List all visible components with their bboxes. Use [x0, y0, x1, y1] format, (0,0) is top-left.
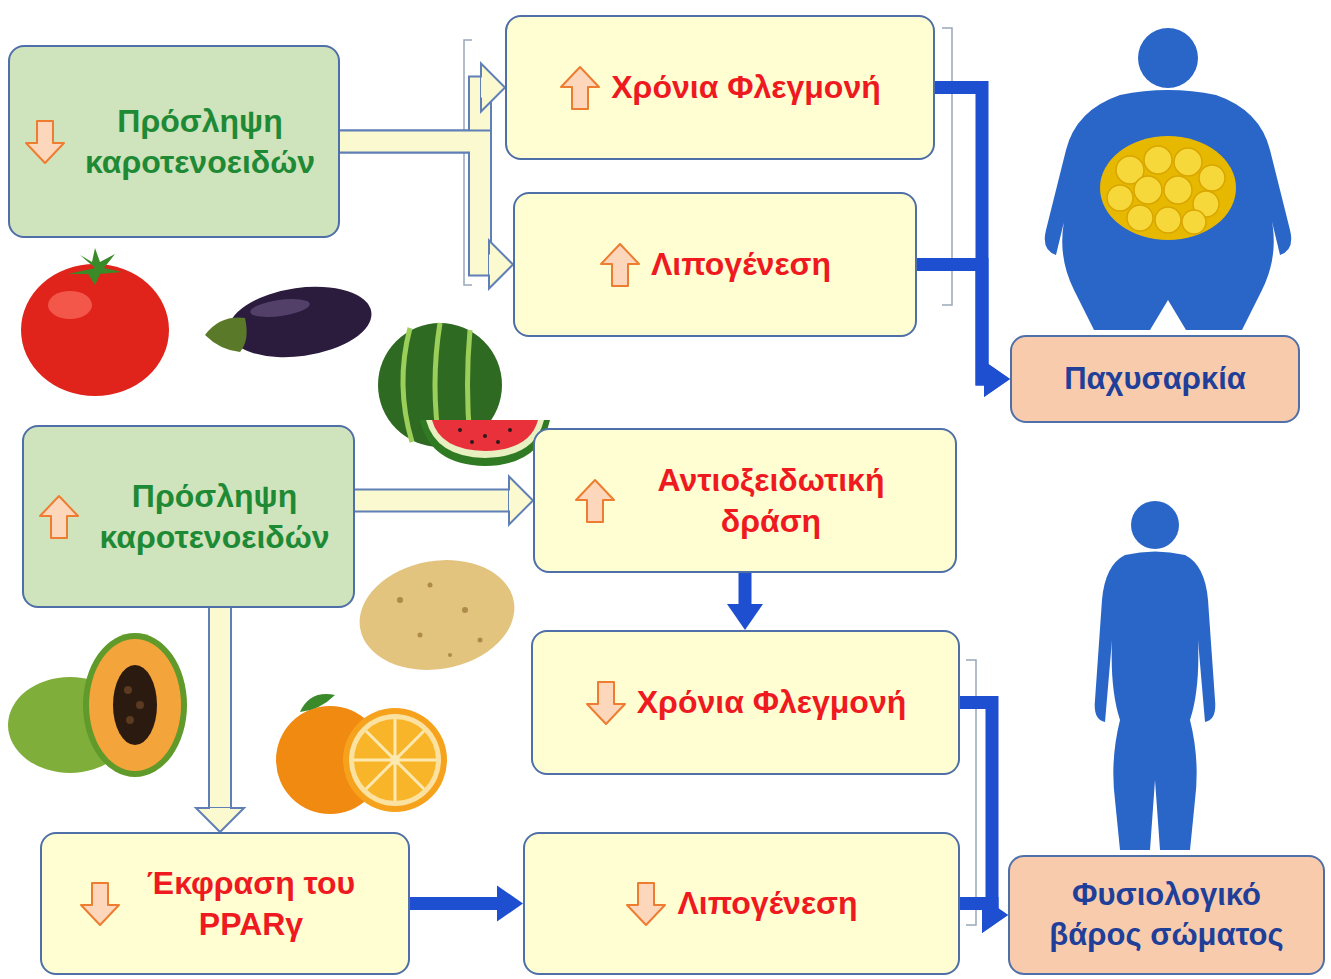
decrease-arrow [625, 881, 667, 927]
arrow-head [509, 477, 533, 525]
node-label: Πρόσληψη καροτενοειδών [76, 101, 324, 183]
increase-arrow [574, 478, 616, 524]
intake-box: Πρόσληψη καροτενοειδών [8, 45, 340, 238]
orange [276, 694, 447, 814]
hollow-arrow [196, 608, 244, 832]
arrow-head [984, 361, 1010, 397]
arrow-body [481, 78, 483, 98]
node-label: Φυσιολογικό βάρος σώματος [1024, 875, 1309, 954]
outcome-box: Φυσιολογικό βάρος σώματος [1008, 855, 1325, 975]
arrow-line [917, 265, 986, 380]
increase-arrow [38, 494, 80, 540]
flow-arrow [935, 88, 1010, 398]
arrow-line [739, 573, 752, 606]
effect-box: Χρόνια Φλεγμονή [505, 15, 935, 160]
decrease-arrow [79, 881, 121, 927]
arrow-body [489, 255, 491, 275]
flow-arrow [960, 703, 1008, 934]
node-label: Πρόσληψη καροτενοειδών [90, 476, 339, 558]
arrow-body [355, 491, 511, 511]
arrow-head [497, 886, 523, 922]
effect-box: Χρόνια Φλεγμονή [531, 630, 960, 775]
potato [351, 548, 523, 681]
arrow-line [960, 703, 993, 916]
watermelon [378, 323, 550, 466]
eggplant [205, 278, 376, 365]
node-label: Αντιοξειδωτική δράση [626, 460, 916, 542]
arrow-head [984, 361, 1010, 397]
arrow-head [982, 897, 1008, 933]
arrow-head [196, 808, 244, 832]
arrow-head [489, 241, 513, 289]
decrease-arrow [24, 119, 66, 165]
effect-box: Έκφραση του PPARγ [40, 832, 410, 975]
flow-arrow [410, 886, 523, 922]
arrow-head [727, 604, 763, 630]
increase-arrow [599, 242, 641, 288]
arrow-body [340, 142, 491, 265]
arrow-head [481, 64, 505, 112]
node-label: Παχυσαρκία [1064, 359, 1246, 399]
hollow-arrow [340, 142, 513, 289]
arrow-outline [340, 142, 491, 265]
increase-arrow [559, 65, 601, 111]
flow-arrow [960, 897, 1008, 933]
arrow-line [410, 897, 499, 910]
arrow-body [509, 491, 511, 511]
arrow-body [210, 808, 230, 810]
node-label: Χρόνια Φλεγμονή [611, 67, 880, 108]
arrow-body [210, 608, 230, 810]
slim-figure [1095, 501, 1216, 850]
node-label: Έκφραση του PPARγ [131, 863, 371, 945]
bracket [464, 28, 976, 925]
tomato [21, 248, 169, 396]
node-label: Χρόνια Φλεγμονή [637, 682, 906, 723]
effect-box: Λιπογένεση [523, 832, 960, 975]
obese-figure [1045, 28, 1292, 330]
intake-box: Πρόσληψη καροτενοειδών [22, 425, 355, 608]
papaya [8, 633, 187, 777]
decrease-arrow [585, 680, 627, 726]
arrow-outline [208, 608, 232, 810]
node-label: Λιπογένεση [651, 244, 831, 285]
effect-box: Αντιοξειδωτική δράση [533, 428, 957, 573]
effect-box: Λιπογένεση [513, 192, 917, 337]
flow-arrow [727, 573, 763, 630]
node-label: Λιπογένεση [677, 883, 857, 924]
flow-arrow [917, 265, 1010, 398]
arrow-outline [355, 489, 511, 513]
hollow-arrow [355, 477, 533, 525]
outcome-box: Παχυσαρκία [1010, 335, 1300, 423]
